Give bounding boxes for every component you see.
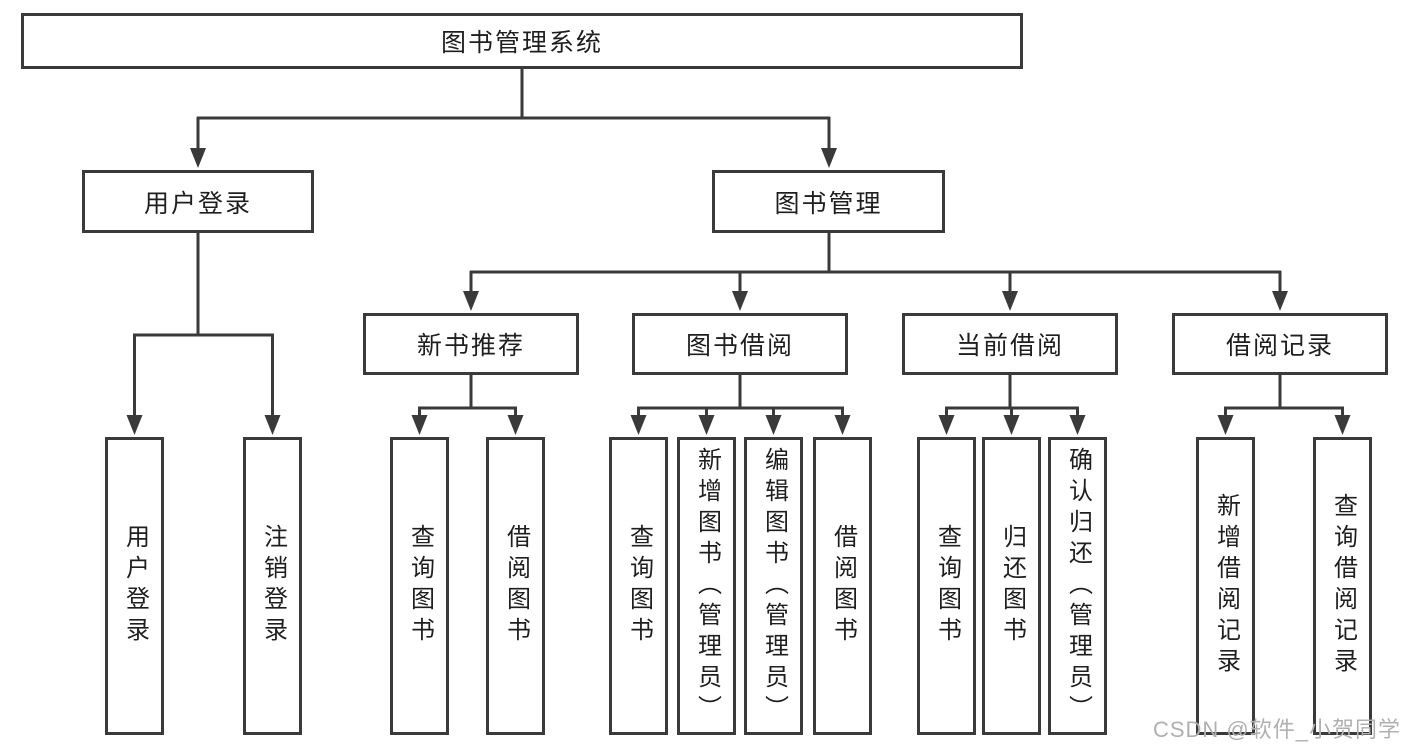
- node-label: 用户登录: [121, 524, 149, 648]
- leaf-logout: 注销登录: [243, 437, 302, 735]
- node-label: 查询借阅记录: [1329, 493, 1357, 679]
- leaf-borrow-books: 借阅图书: [486, 437, 545, 735]
- node-label: 查询图书: [933, 524, 961, 648]
- leaf-edit-book-admin: 编辑图书（管理员）: [744, 437, 803, 735]
- node-label: 借阅记录: [1225, 332, 1334, 360]
- leaf-query-books: 查询图书: [390, 437, 449, 735]
- node-label: 借阅图书: [829, 524, 857, 648]
- leaf-user-login: 用户登录: [105, 437, 164, 735]
- arrow-down-icons: [126, 148, 1351, 435]
- node-library-management-system: 图书管理系统: [21, 13, 1023, 69]
- leaf-return-books: 归还图书: [982, 437, 1041, 735]
- leaf-query-borrow-record: 查询借阅记录: [1313, 437, 1372, 735]
- csdn-watermark: CSDN @软件_小贺同学: [1152, 717, 1401, 742]
- node-label: 编辑图书（管理员）: [760, 446, 788, 726]
- leaf-confirm-return-admin: 确认归还（管理员）: [1048, 437, 1107, 735]
- leaf-query-books: 查询图书: [917, 437, 976, 735]
- node-borrowing-records: 借阅记录: [1172, 313, 1388, 375]
- node-label: 新增图书（管理员）: [693, 446, 721, 726]
- node-new-book-recommendation: 新书推荐: [363, 313, 579, 375]
- node-label: 查询图书: [625, 524, 653, 648]
- node-label: 图书借阅: [685, 332, 794, 360]
- leaf-add-borrow-record: 新增借阅记录: [1196, 437, 1255, 735]
- node-label: 查询图书: [406, 524, 434, 648]
- node-label: 图书管理系统: [440, 29, 603, 57]
- leaf-query-books: 查询图书: [609, 437, 668, 735]
- node-label: 确认归还（管理员）: [1064, 446, 1092, 726]
- leaf-add-book-admin: 新增图书（管理员）: [677, 437, 736, 735]
- node-label: 新书推荐: [416, 332, 525, 360]
- node-label: 用户登录: [143, 189, 252, 218]
- leaf-borrow-books: 借阅图书: [813, 437, 872, 735]
- node-label: 图书管理: [774, 189, 883, 218]
- node-user-login: 用户登录: [82, 170, 314, 233]
- node-label: 新增借阅记录: [1212, 493, 1240, 679]
- node-label: 当前借阅: [955, 332, 1064, 360]
- node-label: 归还图书: [998, 524, 1026, 648]
- node-label: 借阅图书: [502, 524, 530, 648]
- node-book-management: 图书管理: [712, 170, 945, 233]
- node-label: 注销登录: [259, 524, 287, 648]
- node-current-borrowing: 当前借阅: [902, 313, 1118, 375]
- node-book-borrowing: 图书借阅: [632, 313, 848, 375]
